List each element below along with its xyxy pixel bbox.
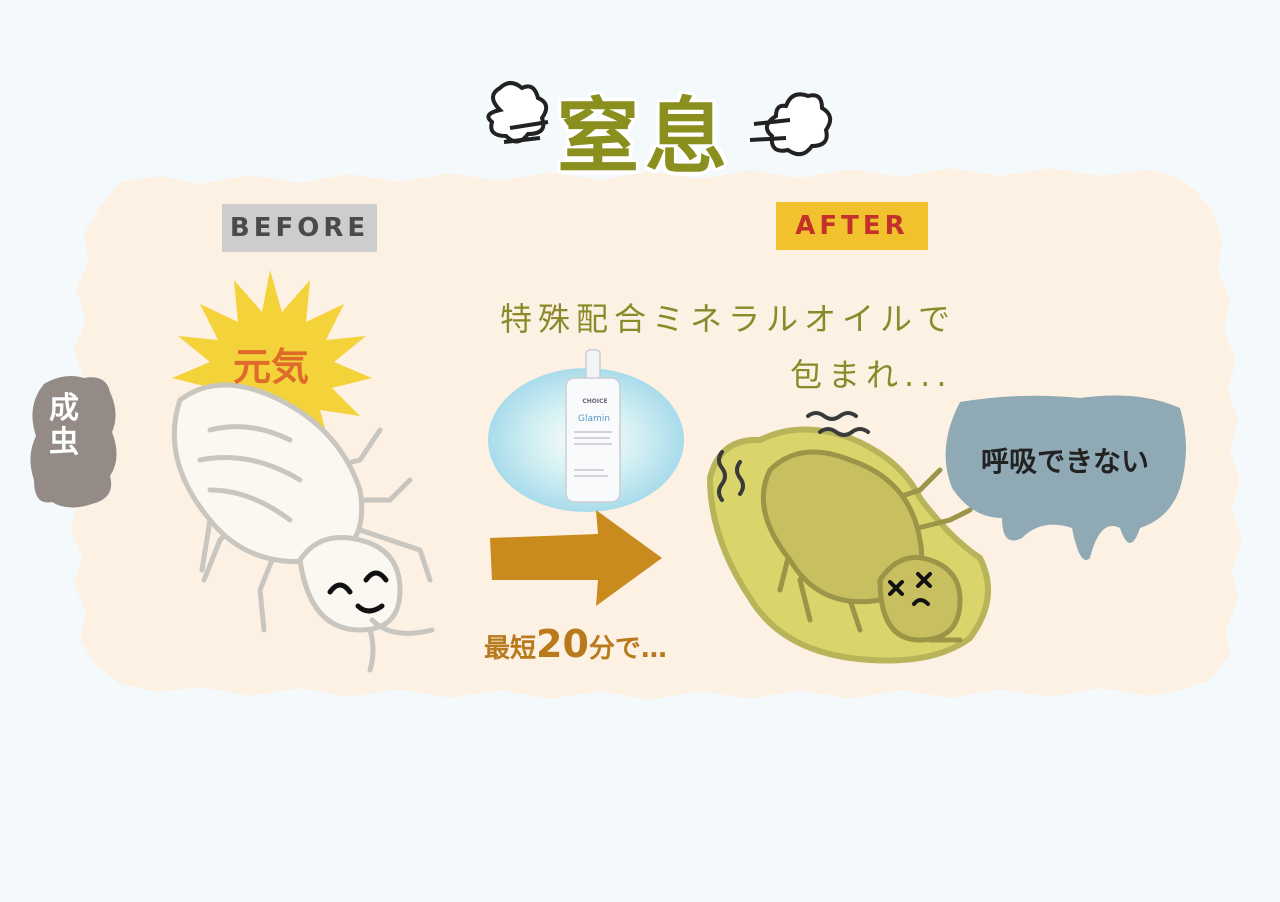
sun-burst-icon	[172, 270, 372, 460]
stage-label: 成虫	[49, 391, 79, 460]
stage-badge	[30, 376, 117, 508]
before-tag: BEFORE	[222, 204, 377, 252]
time-number: 20	[536, 622, 589, 666]
louse-suffocating-icon	[760, 449, 973, 643]
puff-right-icon	[749, 92, 833, 157]
after-tag: AFTER	[776, 202, 928, 250]
speech-bubble-icon	[945, 395, 1186, 560]
happy-face-icon	[327, 570, 389, 614]
time-prefix: 最短	[484, 634, 537, 664]
time-suffix: 分で…	[588, 634, 667, 664]
time-label: 最短20分で…	[484, 622, 667, 666]
shampoo-bottle-icon	[565, 349, 621, 503]
page-title: 窒息	[556, 90, 733, 185]
puff-left-icon	[486, 81, 549, 144]
caption-line-1: 特殊配合ミネラルオイルで	[500, 300, 957, 338]
arrow-right-icon	[490, 510, 662, 606]
caption-line-2: 包まれ...	[790, 356, 953, 394]
bottle-name: Glamin	[578, 414, 610, 424]
dizzy-face-icon	[888, 572, 932, 606]
after-state-label: 呼吸できない	[980, 445, 1149, 478]
bottle-brand: CHOICE	[582, 398, 608, 405]
shake-lines-icon	[717, 411, 870, 502]
louse-happy-icon	[171, 382, 435, 673]
before-state-label: 元気	[232, 345, 309, 389]
